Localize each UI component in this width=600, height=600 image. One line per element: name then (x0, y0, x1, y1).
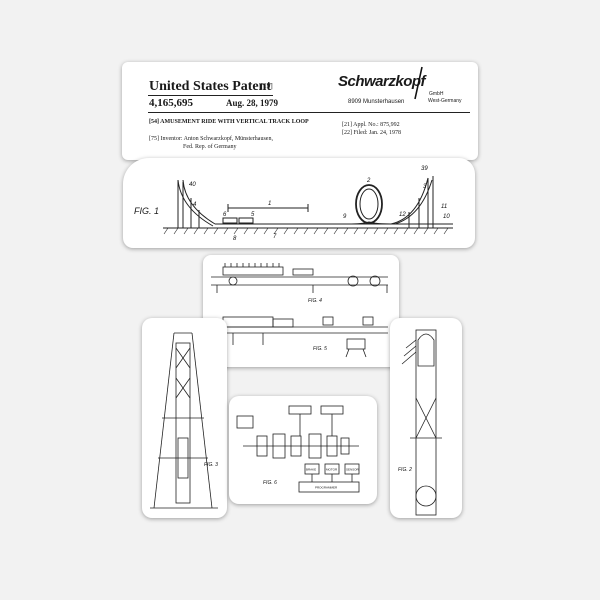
patent-number: 4,165,695 (149, 97, 193, 109)
fig6-label: FIG. 6 (263, 480, 277, 486)
ref-39: 39 (421, 166, 428, 172)
company-country: West-Germany (428, 98, 462, 104)
figure-3: FIG. 3 (142, 318, 227, 518)
ref-12: 12 (399, 212, 406, 218)
field-title: [54] AMUSEMENT RIDE WITH VERTICAL TRACK … (149, 119, 309, 125)
ref-10: 10 (443, 214, 450, 220)
ref-9: 9 (343, 214, 347, 220)
fig5-label: FIG. 5 (313, 346, 327, 352)
ref-11: 11 (441, 204, 447, 210)
box-programmer: PROGRAMMER (315, 486, 338, 490)
figure-2: FIG. 2 (390, 318, 462, 518)
ref-3: 3 (423, 184, 427, 190)
field-inventor: [75] Inventor: Anton Schwarzkopf, Münste… (149, 136, 273, 142)
ref-2: 2 (366, 178, 371, 184)
divider (148, 95, 273, 96)
fig1-drawing: 40 4 6 5 1 8 7 9 2 12 39 3 11 10 (163, 166, 453, 242)
ref-5: 5 (251, 212, 255, 218)
fig3-label: FIG. 3 (204, 462, 218, 468)
fig1-label: FIG. 1 (134, 206, 160, 216)
fig2-label: FIG. 2 (398, 467, 412, 473)
ref-6: 6 (223, 212, 227, 218)
field-inventor-country: Fed. Rep. of Germany (183, 144, 237, 150)
fig2-drawing: FIG. 2 (398, 329, 442, 516)
ref-8: 8 (233, 236, 237, 242)
fig6-drawing: BRAKE MOTOR SENSOR PROGRAMMER FIG. 6 (236, 405, 360, 493)
company-address: 8909 Munsterhausen (348, 99, 405, 105)
fig45-drawing: FIG. 4 FIG. 5 (211, 263, 388, 358)
patent-title: United States Patent (149, 79, 272, 94)
patent-header: United States Patent [19] 4,165,695 Aug.… (122, 62, 478, 160)
ref-4: 4 (193, 202, 197, 208)
box-motor: MOTOR (326, 468, 338, 472)
ref-40: 40 (189, 182, 196, 188)
patent-date: Aug. 28, 1979 (226, 98, 279, 108)
ref-1: 1 (268, 201, 271, 207)
figure-4-5: FIG. 4 FIG. 5 (203, 255, 399, 367)
box-sensor: SENSOR (346, 468, 360, 472)
company-gmbh: GmbH (429, 91, 444, 97)
fig4-label: FIG. 4 (308, 298, 322, 304)
box-brake: BRAKE (306, 468, 316, 472)
figure-1: FIG. 1 (123, 158, 475, 248)
field-filed: [22] Filed: Jan. 24, 1978 (342, 130, 401, 136)
divider (148, 112, 470, 113)
logo-stroke-icon (414, 66, 423, 100)
company-logo: Schwarzkopf (338, 73, 426, 90)
ref-7: 7 (273, 234, 277, 240)
title-ref: [19] (261, 82, 273, 90)
figure-6: BRAKE MOTOR SENSOR PROGRAMMER FIG. 6 (229, 396, 377, 504)
fig3-drawing: FIG. 3 (150, 332, 218, 509)
field-appl-no: [21] Appl. No.: 875,992 (342, 122, 400, 128)
